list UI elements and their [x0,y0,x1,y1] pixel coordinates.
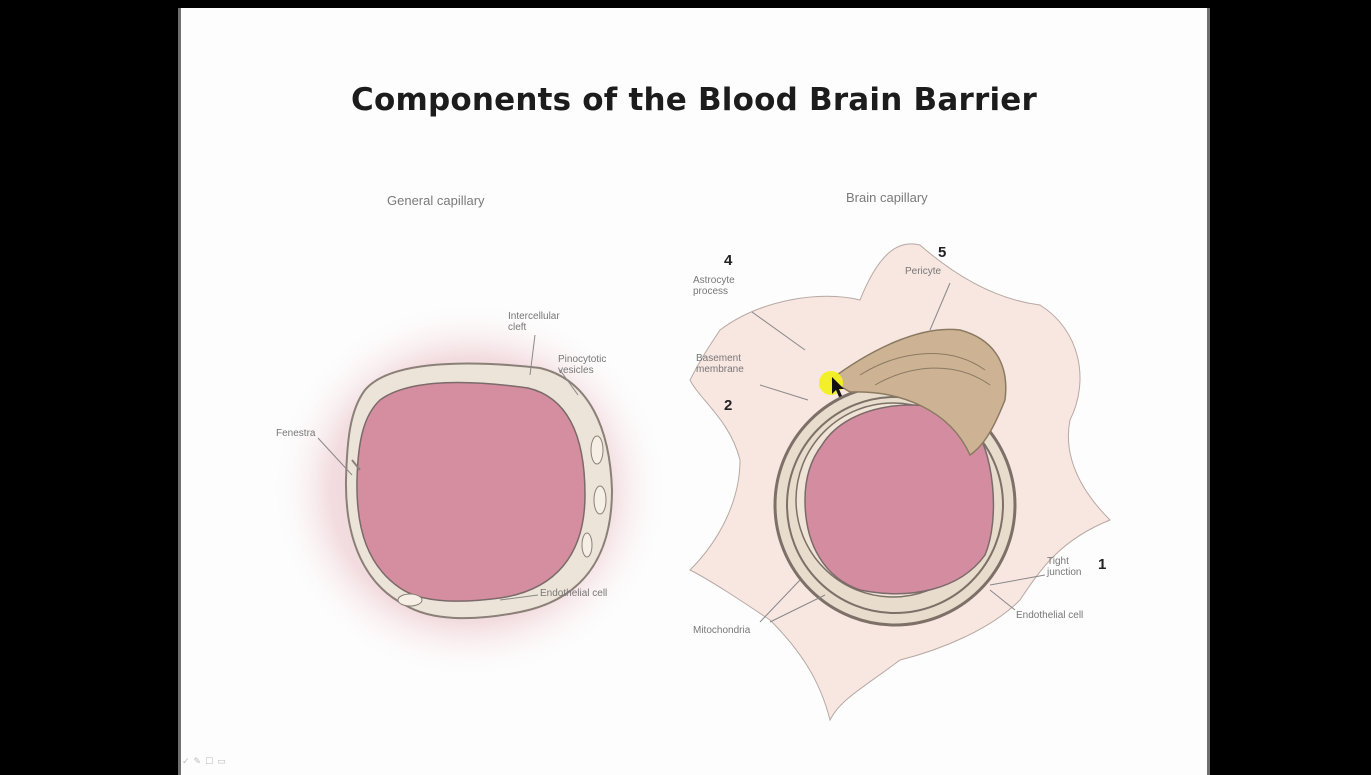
general-capillary-caption: General capillary [387,193,485,208]
label-astrocyte-process: Astrocyte process [693,275,753,297]
toolbar-pen-icon[interactable]: ✎ [194,757,202,767]
label-endothelial-cell-right: Endothelial cell [1016,610,1096,621]
label-endothelial-cell-left: Endothelial cell [540,588,610,599]
toolbar-screen-icon[interactable]: ▭ [217,757,226,767]
vesicle [594,486,606,514]
label-basement-membrane: Basement membrane [696,353,756,375]
label-fenestra: Fenestra [276,428,315,439]
label-mitochondria: Mitochondria [693,625,750,636]
brain-capillary-figure [690,244,1110,720]
vesicle [398,594,422,606]
label-intercellular-cleft: Intercellular cleft [508,311,578,333]
toolbar-slides-icon[interactable]: ☐ [205,757,213,767]
capillary-lumen [357,382,585,601]
vesicle [591,436,603,464]
brain-capillary-caption: Brain capillary [846,190,928,205]
toolbar-check-icon[interactable]: ✓ [182,757,190,767]
vesicle [582,533,592,557]
label-tight-junction: Tight junction [1047,556,1097,578]
number-2: 2 [724,397,732,414]
number-5: 5 [938,244,946,261]
number-4: 4 [724,252,732,269]
label-pericyte: Pericyte [905,266,941,277]
number-1: 1 [1098,556,1106,573]
label-pinocytotic-vesicles: Pinocytotic vesicles [558,354,628,376]
slideshow-toolbar: ✓ ✎ ☐ ▭ [182,757,226,767]
